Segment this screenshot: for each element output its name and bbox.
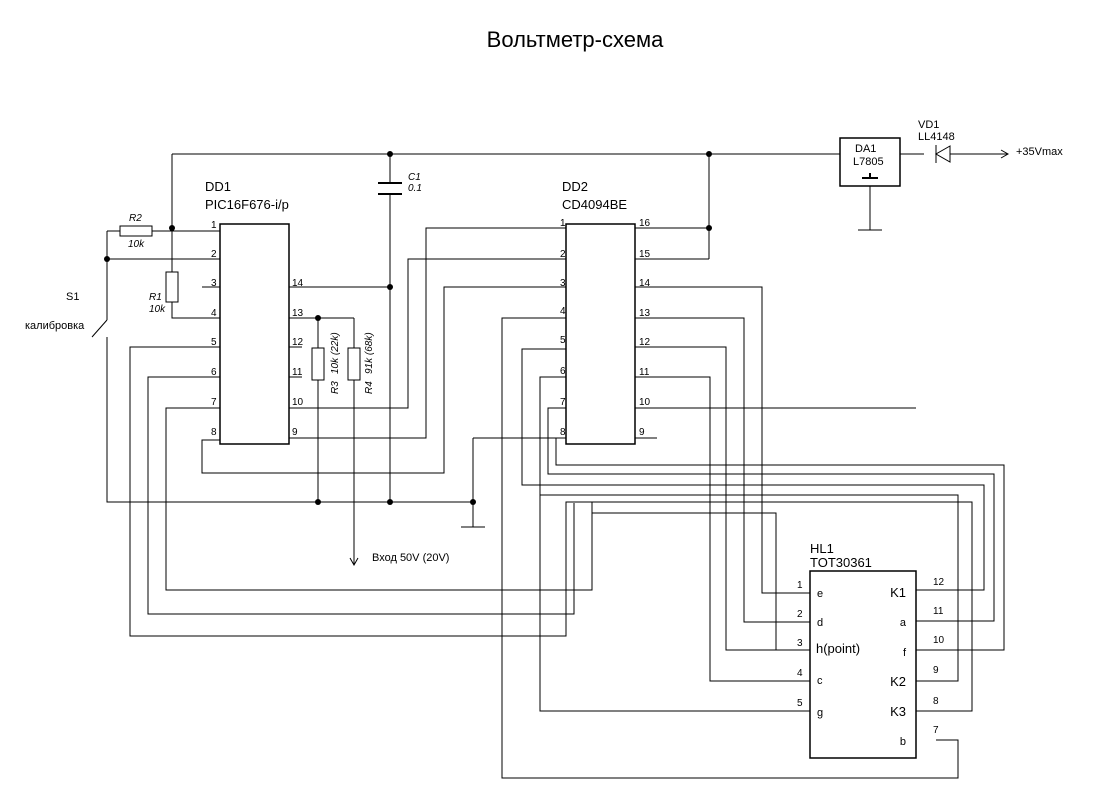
hl1-seg: K3 (890, 704, 906, 719)
hl1-right-pins: 12 K1 11 a 10 f 9 K2 8 K3 7 b (890, 577, 944, 748)
resistor-r4: R4 91k (68k) (347, 332, 375, 394)
dd1-part: PIC16F676-i/p (205, 197, 289, 212)
s1-ref: S1 (66, 291, 79, 303)
hl1-pin: 4 (797, 668, 803, 679)
hl1-pin: 11 (933, 606, 944, 617)
r3-ref: R3 (330, 381, 341, 394)
hl1-pin: 1 (797, 580, 803, 591)
dd1-pin: 4 (211, 308, 217, 319)
dd2-pin: 15 (639, 249, 651, 260)
dd2-pin: 13 (639, 308, 651, 319)
dd2-pin: 1 (560, 218, 566, 229)
hl1-seg: f (903, 647, 907, 659)
r2-value: 10k (128, 239, 145, 250)
r4-ref: R4 (364, 381, 375, 394)
chip-dd2: DD2 CD4094BE 1 2 3 4 5 6 7 8 16 15 14 13… (560, 179, 651, 445)
c1-ref: C1 (408, 172, 421, 183)
hl1-seg: h(point) (816, 641, 860, 656)
hl1-seg: d (817, 617, 823, 629)
vd1-part: LL4148 (918, 131, 955, 143)
dd1-pin: 10 (292, 397, 304, 408)
display-hl1: HL1 TOT30361 1 e 2 d 3 h(point) 4 c 5 g … (797, 541, 945, 759)
dd2-pin: 14 (639, 278, 651, 289)
hl1-pin: 5 (797, 698, 803, 709)
dd1-pin: 14 (292, 278, 304, 289)
dd1-pin: 6 (211, 367, 217, 378)
input-label: Вход 50V (20V) (372, 552, 449, 564)
dd2-right-pins: 16 15 14 13 12 11 10 9 (639, 218, 651, 438)
dd2-pin: 8 (560, 427, 566, 438)
dd1-pin: 11 (292, 367, 303, 378)
da1-ref: DA1 (855, 143, 876, 155)
dd2-pin: 5 (560, 335, 566, 346)
r2-ref: R2 (129, 213, 142, 224)
dd1-pin: 12 (292, 337, 304, 348)
junction-dots (104, 151, 712, 505)
dd1-left-pins: 1 2 3 4 5 6 7 8 (211, 220, 217, 438)
resistor-r2: R2 10k (119, 213, 153, 250)
dd1-pin: 2 (211, 249, 217, 260)
r1-ref: R1 (149, 292, 162, 303)
hl1-seg: c (817, 675, 823, 687)
hl1-pin: 2 (797, 609, 803, 620)
hl1-seg: g (817, 707, 823, 719)
hl1-pin: 3 (797, 638, 803, 649)
hl1-left-pins: 1 e 2 d 3 h(point) 4 c 5 g (797, 580, 860, 719)
dd2-ref: DD2 (562, 179, 588, 194)
c1-value: 0.1 (408, 183, 422, 194)
dd2-pin: 3 (560, 278, 566, 289)
dd1-pin: 9 (292, 427, 298, 438)
hl1-seg: b (900, 736, 906, 748)
hl1-seg: K2 (890, 674, 906, 689)
wires (91, 153, 1008, 779)
r4-value: 91k (68k) (364, 332, 375, 374)
hl1-pin: 12 (933, 577, 945, 588)
dd2-part: CD4094BE (562, 197, 627, 212)
dd2-pin: 4 (560, 306, 566, 317)
dd1-pin: 13 (292, 308, 304, 319)
diode-vd1: VD1 LL4148 +35Vmax (918, 119, 1063, 163)
vd1-ref: VD1 (918, 119, 939, 131)
regulator-da1: DA1 L7805 (839, 137, 901, 187)
hl1-seg: a (900, 617, 907, 629)
dd2-pin: 12 (639, 337, 651, 348)
hl1-pin: 8 (933, 696, 939, 707)
resistor-r1: R1 10k (149, 271, 179, 315)
hl1-pin: 10 (933, 635, 945, 646)
dd2-pin: 11 (639, 367, 650, 378)
dd2-left-pins: 1 2 3 4 5 6 7 8 (560, 218, 566, 438)
supply-arrow-icon (1000, 149, 1010, 159)
dd1-pin: 7 (211, 397, 217, 408)
hl1-pin: 9 (933, 665, 939, 676)
dd2-pin: 6 (560, 366, 566, 377)
dd2-pin: 7 (560, 397, 566, 408)
hl1-seg: K1 (890, 585, 906, 600)
da1-part: L7805 (853, 156, 884, 168)
r1-value: 10k (149, 304, 166, 315)
hl1-part: TOT30361 (810, 555, 872, 570)
supply-label: +35Vmax (1016, 146, 1063, 158)
capacitor-c1: C1 0.1 (378, 172, 422, 195)
dd1-pin: 8 (211, 427, 217, 438)
resistor-r3: R3 10k (22k) (311, 332, 341, 394)
dd2-pin: 16 (639, 218, 651, 229)
dd2-pin: 9 (639, 427, 645, 438)
s1-label: калибровка (25, 320, 85, 332)
dd1-right-pins: 14 13 12 11 10 9 (292, 278, 304, 438)
dd1-pin: 1 (211, 220, 217, 231)
hl1-pin: 7 (933, 725, 939, 736)
dd2-pin: 10 (639, 397, 651, 408)
chip-dd1: DD1 PIC16F676-i/p 1 2 3 4 5 6 7 8 14 13 … (205, 179, 304, 445)
dd1-ref: DD1 (205, 179, 231, 194)
dd2-pin: 2 (560, 249, 566, 260)
diagram-title: Вольтметр-схема (487, 27, 664, 52)
r3-value: 10k (22k) (330, 332, 341, 374)
hl1-seg: e (817, 588, 823, 600)
input-arrow-icon (349, 557, 359, 567)
dd1-pin: 3 (211, 278, 217, 289)
switch-s1: S1 калибровка (25, 291, 85, 332)
hl1-ref: HL1 (810, 541, 834, 556)
dd1-pin: 5 (211, 337, 217, 348)
